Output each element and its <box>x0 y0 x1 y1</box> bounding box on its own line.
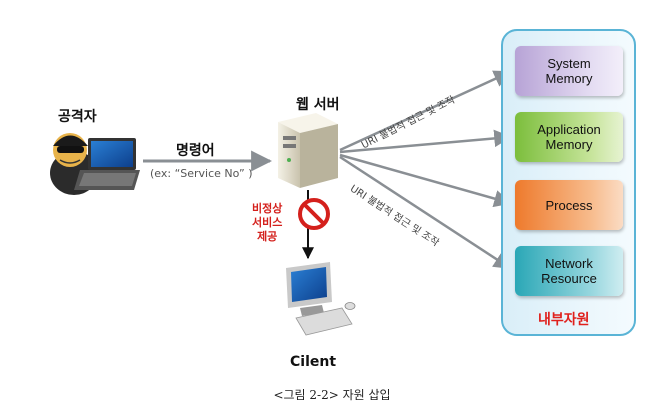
resource-system-memory: System Memory <box>515 46 623 96</box>
command-example: (ex: “Service No” ) <box>150 167 253 180</box>
internal-resources-title: 내부자원 <box>538 312 590 328</box>
client-computer-icon <box>286 262 356 336</box>
figure-caption: <그림 2-2> 자원 삽입 <box>273 388 391 402</box>
arrow-to-network-resource <box>339 155 512 270</box>
attacker-label: 공격자 <box>58 109 97 125</box>
arrow-to-process <box>339 153 512 208</box>
resource-network-resource: Network Resource <box>515 246 623 296</box>
attacker-icon <box>50 133 98 195</box>
web-server-label: 웹 서버 <box>296 97 340 113</box>
arrow-to-application-memory <box>339 129 512 154</box>
prohibited-icon <box>298 198 330 230</box>
abnormal-line-3: 제공 <box>257 230 278 243</box>
abnormal-line-1: 비정상 <box>252 202 283 215</box>
resource-application-memory: Application Memory <box>515 112 623 162</box>
abnormal-service-label: 비정상 서비스 제공 <box>252 202 282 244</box>
resource-process: Process <box>515 180 623 230</box>
client-label: Cilent <box>290 354 337 370</box>
web-server-icon <box>278 113 338 188</box>
abnormal-line-2: 서비스 <box>252 216 283 229</box>
laptop-icon <box>74 138 140 190</box>
arrow-to-system-memory <box>339 70 512 152</box>
command-label: 명령어 <box>176 143 215 159</box>
